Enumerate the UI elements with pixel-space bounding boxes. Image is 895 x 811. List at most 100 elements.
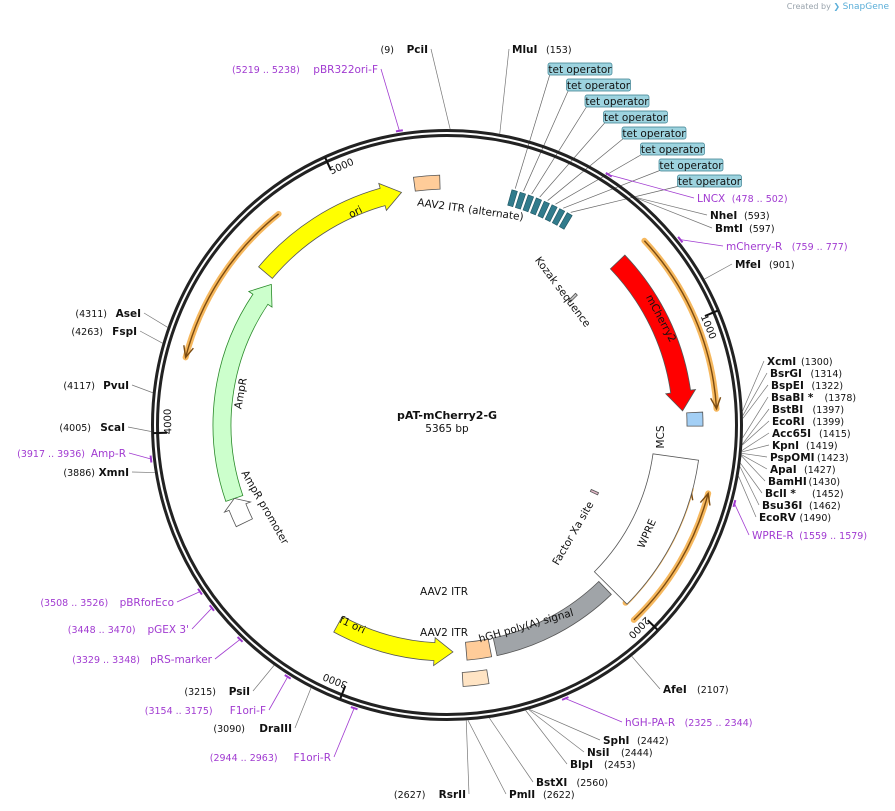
site-name: RsrII: [439, 789, 466, 801]
site-leader: [741, 432, 770, 451]
primer-mark: [677, 236, 684, 243]
site-position: (1300): [801, 357, 833, 368]
factor-xa-site-box: [589, 488, 600, 496]
site-position: (1378): [825, 393, 857, 404]
site-name: BamHI: [768, 476, 807, 488]
site-name: PsiI: [229, 686, 250, 698]
site-position: (3215): [184, 687, 216, 698]
site-name: KpnI: [772, 440, 799, 452]
site-position: (153): [546, 45, 572, 56]
primer-mark: [350, 706, 358, 711]
tick-mark: [647, 619, 659, 631]
aav2-itr-box: [465, 638, 493, 661]
site-position: (1399): [813, 417, 845, 428]
site-position: (3090): [213, 724, 245, 735]
site-position: (2442): [637, 736, 669, 747]
site-position: (1427): [804, 465, 836, 476]
aav2-itr-box-label: AAV2 ITR: [420, 627, 468, 639]
site-leader: [741, 454, 768, 470]
tet-operator-label-box: [658, 158, 724, 172]
wpre-translation-arc-outer: [633, 493, 709, 621]
tet-operator-leader: [563, 169, 662, 209]
site-name: BsrGI: [770, 368, 802, 380]
site-leader: [631, 656, 661, 690]
site-name: BclI *: [765, 488, 796, 500]
site-leader: [704, 263, 733, 280]
tick-mark: [339, 685, 347, 700]
site-position: (2453): [604, 760, 636, 771]
tet-operator-label: tet operator: [622, 128, 686, 140]
primer-mark: [208, 604, 215, 612]
site-position: (4005): [59, 423, 91, 434]
site-position: (1415): [819, 429, 851, 440]
ampr-arrow: [212, 283, 273, 502]
f1-ori-arrow: [333, 615, 454, 667]
wpre-box: [593, 453, 699, 605]
ori-arrow-label: ori: [347, 204, 365, 221]
primer-leader: [268, 676, 289, 711]
site-leader: [738, 476, 757, 518]
tet-operator-label: tet operator: [678, 176, 742, 188]
primer-leader: [214, 639, 241, 660]
ori-arrow: [258, 182, 403, 279]
site-leader: [499, 48, 510, 134]
site-name: PciI: [407, 44, 428, 56]
site-name: PspOMI: [770, 452, 815, 464]
site-position: (4311): [75, 309, 107, 320]
site-position: (1430): [809, 477, 841, 488]
site-leader: [139, 330, 163, 344]
label-lines: [127, 48, 770, 795]
primer-name: F1ori-R: [294, 752, 331, 764]
primer-range: (759 .. 777): [792, 242, 848, 253]
site-position: (593): [744, 211, 770, 222]
site-name: BlpI: [570, 759, 593, 771]
site-leader: [742, 360, 765, 411]
tet-operator-label: tet operator: [548, 64, 612, 76]
site-position: (2622): [543, 790, 575, 801]
aav2-itr-box-upper: [461, 669, 490, 687]
tet-operator-label: tet operator: [585, 96, 649, 108]
site-name: DraIII: [259, 723, 292, 735]
site-position: (2560): [577, 778, 609, 789]
primer-leader: [680, 239, 724, 247]
site-position: (1490): [800, 513, 832, 524]
site-leader: [742, 384, 769, 419]
site-leader: [528, 709, 585, 753]
primer-mark: [561, 696, 569, 701]
tet-operator-label: tet operator: [604, 112, 668, 124]
ampr-translation-arc-head: [183, 345, 194, 359]
primer-name: pRS-marker: [150, 654, 213, 666]
site-leader: [742, 396, 769, 438]
tet-operator-label: tet operator: [641, 144, 705, 156]
site-name: NheI: [710, 210, 737, 222]
plasmid-length: 5365 bp: [425, 423, 469, 435]
aav2-itr-box-upper-label: AAV2 ITR: [420, 586, 468, 598]
site-position: (901): [769, 260, 795, 271]
tet-operator-label: tet operator: [567, 80, 631, 92]
backbone-inner-ring: [156, 134, 738, 716]
primer-leader: [380, 68, 400, 131]
site-name: FspI: [112, 326, 137, 338]
tet-operator-block: [507, 189, 518, 208]
site-name: ApaI: [770, 464, 797, 476]
site-leader: [489, 717, 534, 783]
mcherry-translation-arc: [643, 240, 718, 409]
site-name: BstBI: [772, 404, 803, 416]
site-name: XmnI: [99, 467, 129, 479]
mcherry2-arrow: [609, 254, 697, 412]
tet-operator-block: [514, 191, 526, 210]
credit-prefix: Created by: [786, 2, 831, 11]
ampr-arrow-label: AmpR: [232, 377, 249, 410]
credit-brand: SnapGene: [842, 2, 889, 12]
primer-range: (2325 .. 2344): [685, 718, 753, 729]
site-position: (4263): [71, 327, 103, 338]
site-leader: [742, 372, 768, 416]
tet-operators: tet operator tet operator tet operator tet …: [547, 62, 742, 188]
aav2-itr-alternate-box-label: AAV2 ITR (alternate): [416, 197, 524, 224]
primer-mark: [605, 172, 613, 178]
site-leader: [741, 444, 770, 453]
tet-operator-block: [544, 204, 558, 222]
site-leader: [294, 687, 312, 729]
primer-name: WPRE-R: [752, 530, 794, 542]
primer-mark: [197, 588, 203, 596]
